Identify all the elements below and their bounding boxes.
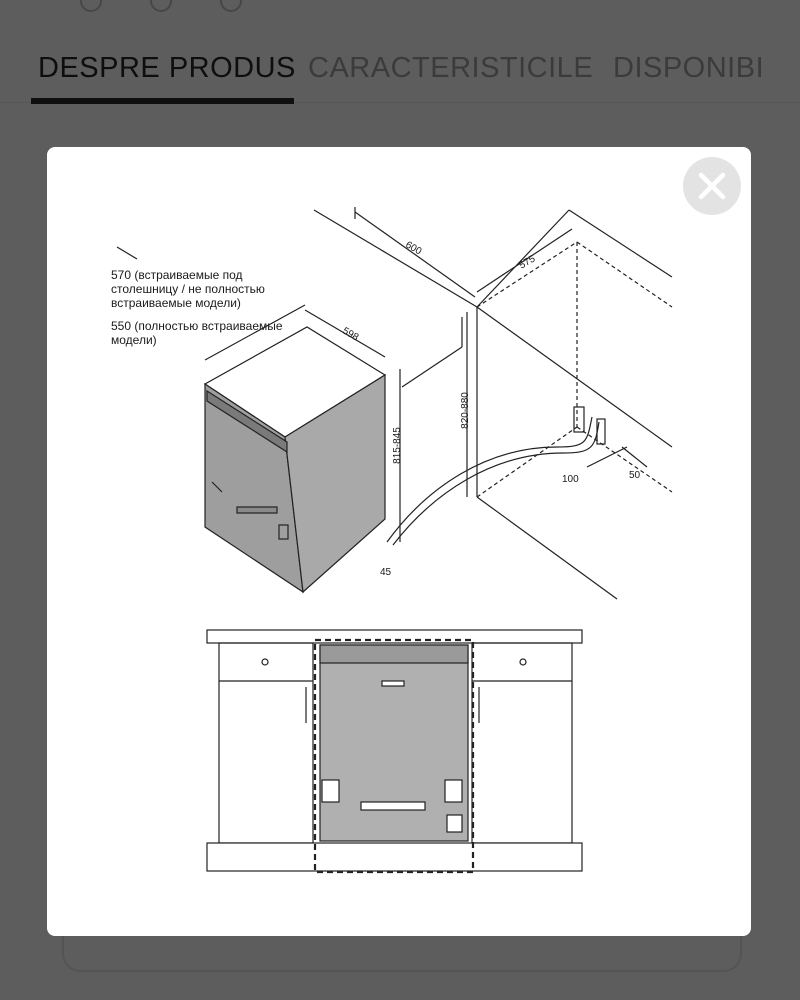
dimension-45: 45 <box>380 567 392 578</box>
top-toolbar-icons <box>70 0 270 14</box>
dimension-820-880: 820-880 <box>459 392 471 429</box>
note-570-line-3: встраиваемые модели) <box>111 296 241 310</box>
tab-disponibilitate[interactable]: DISPONIBI <box>613 52 765 84</box>
close-icon <box>698 172 726 200</box>
note-570: 570 (встраиваемые под столешницу / не по… <box>111 268 265 310</box>
close-button[interactable] <box>683 157 741 215</box>
product-tabs: DESPRE PRODUS CARACTERISTICILE DISPONIBI <box>0 40 800 110</box>
note-570-line-2: столешницу / не полностью <box>111 282 265 296</box>
partial-icon <box>220 0 242 12</box>
tab-caracteristicile[interactable]: CARACTERISTICILE <box>308 52 594 84</box>
image-modal: 570 (встраиваемые под столешницу / не по… <box>47 147 751 936</box>
tabs-divider <box>0 102 800 103</box>
active-tab-indicator <box>31 98 294 104</box>
note-550-line-2: модели) <box>111 333 157 347</box>
installation-diagram <box>116 207 673 874</box>
partial-icon <box>80 0 102 12</box>
note-550-line-1: 550 (полностью встраиваемые <box>111 319 283 333</box>
dimension-815-845: 815-845 <box>391 427 403 464</box>
note-550: 550 (полностью встраиваемые модели) <box>111 319 283 347</box>
partial-icon <box>150 0 172 12</box>
tab-despre-produs[interactable]: DESPRE PRODUS <box>38 52 296 84</box>
note-570-line-1: 570 (встраиваемые под <box>111 268 243 282</box>
dimension-100: 100 <box>562 474 579 485</box>
dimension-50: 50 <box>629 470 641 481</box>
